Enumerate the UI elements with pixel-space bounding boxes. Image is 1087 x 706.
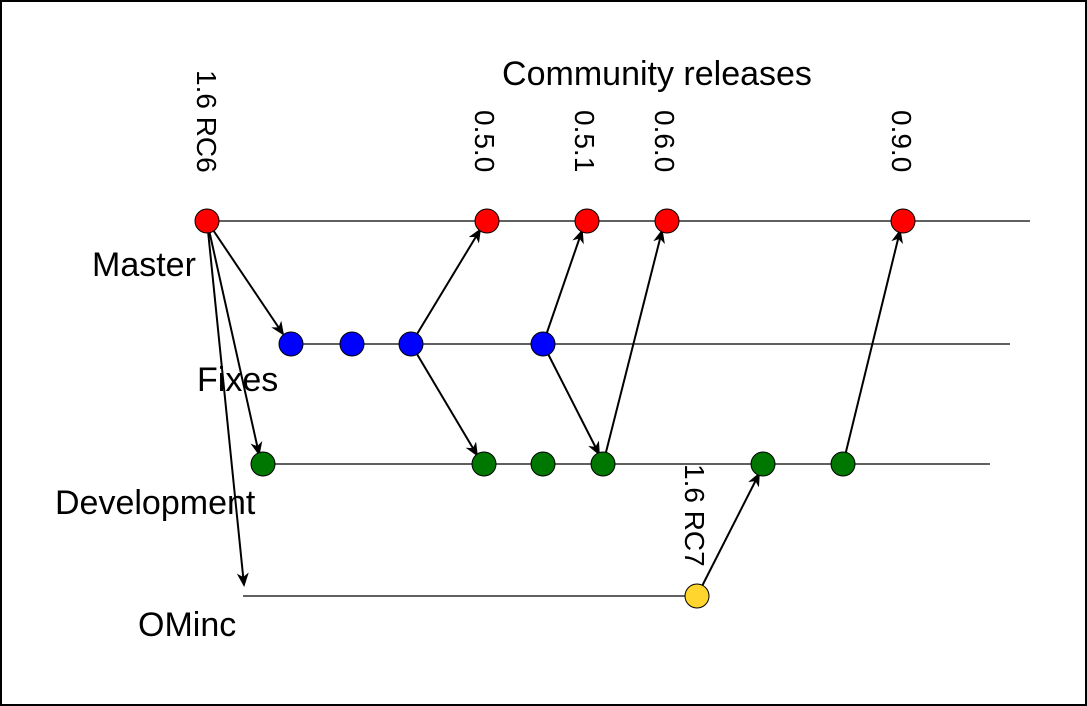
ominc-commits [684, 583, 710, 609]
edge-development-to-090 [842, 229, 903, 465]
commit-node-master-090[interactable] [890, 208, 916, 234]
commit-node-development[interactable] [530, 451, 556, 477]
commit-node-master-050[interactable] [474, 208, 500, 234]
edge-fixes-to-050 [410, 228, 482, 345]
release-label-rc7: 1.6 RC7 [679, 464, 710, 567]
branch-label-master: Master [92, 246, 196, 284]
edge-fixes-to-051 [542, 229, 584, 345]
edges [206, 220, 903, 597]
commit-node-development[interactable] [250, 451, 276, 477]
release-label-090: 0.9.0 [886, 110, 917, 172]
branch-label-ominc: OMinc [138, 606, 236, 644]
commit-node-fixes[interactable] [398, 331, 424, 357]
master-commits [194, 208, 916, 234]
commit-node-development[interactable] [590, 451, 616, 477]
edge-fixes-to-development [410, 343, 479, 457]
fixes-commits [278, 331, 556, 357]
release-label-060: 0.6.0 [649, 110, 680, 172]
commit-node-fixes[interactable] [530, 331, 556, 357]
branch-label-development: Development [55, 484, 256, 522]
commit-node-master-rc6[interactable] [194, 208, 220, 234]
branch-label-fixes: Fixes [197, 361, 278, 399]
commit-node-ominc-rc7[interactable] [684, 583, 710, 609]
edge-ominc-to-development [696, 472, 760, 597]
commit-node-development[interactable] [471, 451, 497, 477]
commit-node-master-060[interactable] [654, 208, 680, 234]
edge-development-to-060 [602, 229, 665, 465]
release-label-rc6: 1.6 RC6 [191, 70, 222, 173]
commit-node-master-051[interactable] [574, 208, 600, 234]
commit-node-fixes[interactable] [278, 331, 304, 357]
release-label-050: 0.5.0 [469, 110, 500, 172]
commit-node-development[interactable] [750, 451, 776, 477]
development-commits [250, 451, 856, 477]
edge-master-to-fixes [206, 220, 285, 336]
diagram-title: Community releases [502, 55, 812, 93]
release-label-051: 0.5.1 [569, 110, 600, 172]
edge-master-to-development [206, 220, 263, 456]
commit-node-development[interactable] [830, 451, 856, 477]
edge-fixes-to-development-2 [542, 343, 600, 456]
commit-node-fixes[interactable] [339, 331, 365, 357]
edge-master-to-ominc [206, 220, 249, 587]
